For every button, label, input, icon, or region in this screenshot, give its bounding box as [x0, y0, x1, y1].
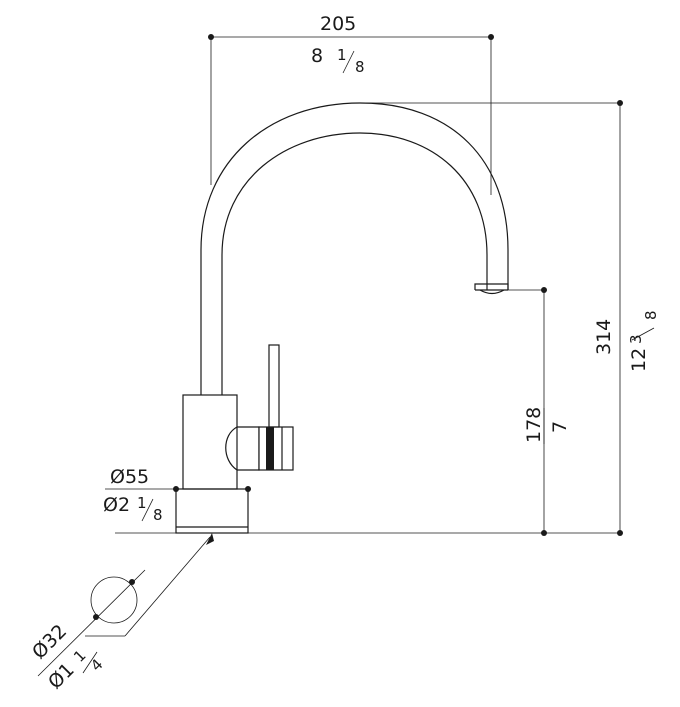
- hole-diameter-dimension: Ø32 Ø1 1 4: [28, 533, 214, 694]
- handle-lever: [268, 344, 280, 428]
- hole-dia-in-whole: Ø1: [44, 659, 79, 694]
- spout-aerator: [479, 289, 505, 295]
- handle-grip: [266, 427, 274, 470]
- total-height-mm-label: 314: [593, 319, 615, 355]
- handle-collar: [258, 426, 294, 471]
- spout-inner: [221, 132, 488, 395]
- faucet-body: [175, 102, 509, 534]
- width-in-whole: 8: [311, 45, 323, 67]
- total-height-in-num: 3: [627, 334, 645, 344]
- width-mm-label: 205: [320, 13, 356, 35]
- hole-dia-mm-label: Ø32: [28, 620, 71, 663]
- total-height-in-whole: 12: [628, 348, 650, 372]
- base-diameter-dimension: Ø55 Ø2 1 8: [103, 466, 251, 524]
- spout-height-dimension: 178 7: [508, 287, 571, 536]
- spout-height-mm-label: 178: [523, 407, 545, 443]
- spout-outer: [200, 102, 509, 395]
- width-in-num: 1: [337, 46, 347, 64]
- spout-height-in-label: 7: [549, 421, 571, 433]
- faucet-housing: [182, 394, 238, 490]
- base-dia-in-whole: Ø2: [103, 494, 130, 516]
- lever-mount: [225, 426, 260, 471]
- base-dia-in-num: 1: [137, 494, 147, 512]
- spout-tip: [474, 283, 509, 290]
- total-height-in-den: 8: [642, 310, 660, 320]
- total-height-dimension: 314 12 3 8: [360, 100, 660, 536]
- mounting-hole: [90, 576, 138, 624]
- hole-dia-in-den: 4: [87, 655, 106, 674]
- width-dimension: 205 8 1 8: [208, 13, 494, 195]
- base-dia-in-den: 8: [153, 506, 163, 524]
- width-in-den: 8: [355, 58, 365, 76]
- base-dia-mm-label: Ø55: [110, 466, 149, 488]
